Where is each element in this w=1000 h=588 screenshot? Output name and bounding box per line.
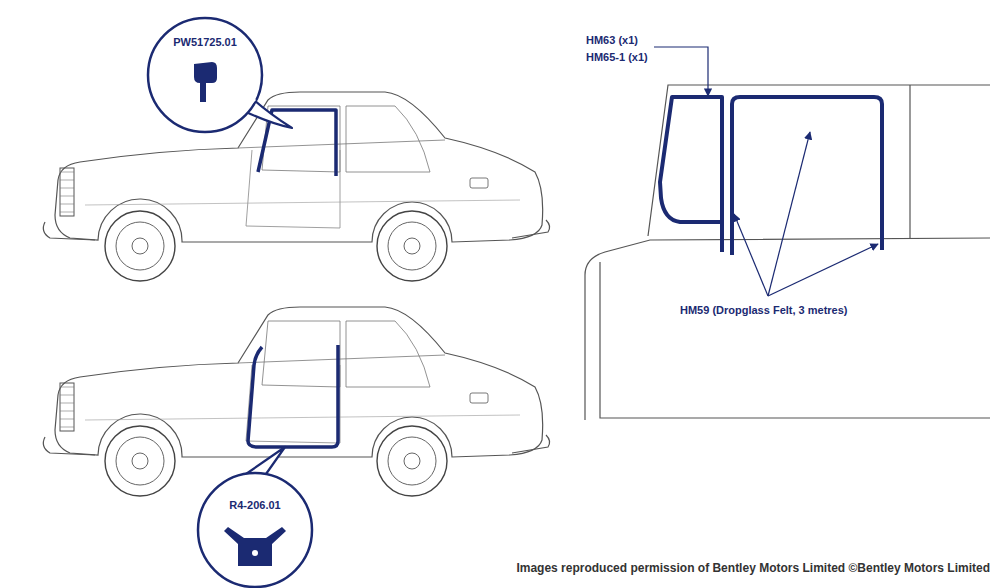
callout-circle: R4-206.01 (196, 475, 314, 585)
copyright-note: Images reproduced permission of Bentley … (516, 561, 990, 575)
callout-circle: PW51725.01 (146, 20, 264, 130)
part-label: HM59 (Dropglass Felt, 3 metres) (680, 303, 848, 317)
seal-outline (660, 97, 882, 255)
leader-lines (654, 47, 878, 296)
part-label: HM65-1 (x1) (586, 50, 648, 64)
part-number: PW51725.01 (146, 36, 264, 49)
car-bottom (43, 307, 549, 496)
door-detail (585, 85, 990, 420)
part-number: R4-206.01 (196, 499, 314, 512)
car-top (43, 92, 549, 281)
part-label: HM63 (x1) (586, 33, 638, 47)
